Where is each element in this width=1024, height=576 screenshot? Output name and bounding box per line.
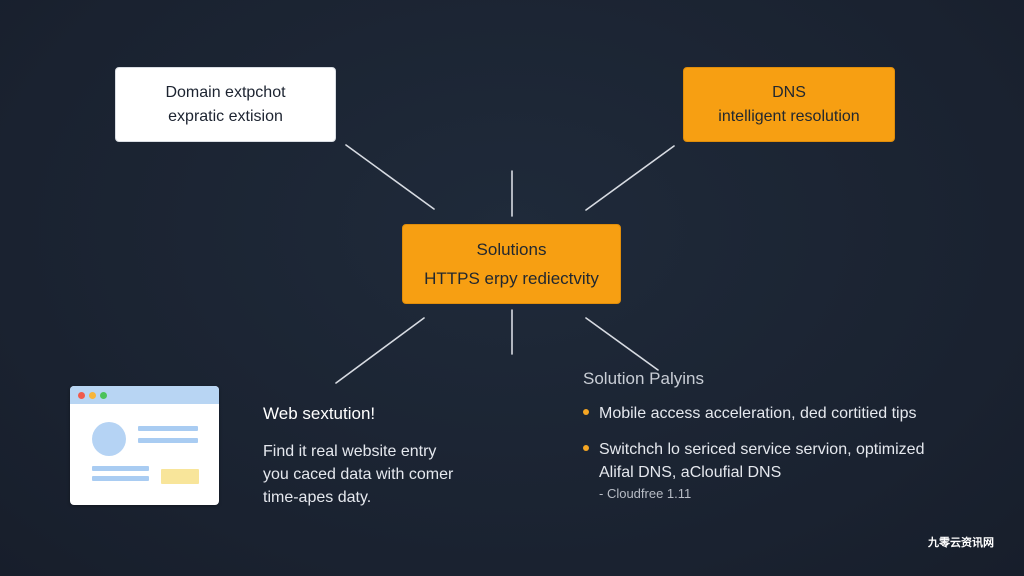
domain-node-subtitle: expratic extision (168, 107, 283, 125)
domain-node: Domain extpchot expratic extision (115, 67, 336, 142)
connector-bottom-right (585, 317, 659, 371)
solutions-node: Solutions HTTPS erpy rediectvity (402, 224, 621, 304)
connector-top-right (585, 145, 675, 211)
browser-maximize-dot-icon (100, 392, 107, 399)
web-body-line: Find it real website entry (263, 443, 437, 460)
watermark: 九零云资讯网 (928, 537, 994, 549)
solution-list-item: Switchch lo sericed service servion, opt… (583, 441, 924, 459)
dns-node: DNS intelligent resolution (683, 67, 895, 142)
solutions-node-title: Solutions (476, 239, 547, 259)
solution-item-text: Switchch lo sericed service servion, opt… (599, 441, 925, 458)
browser-title-bar (70, 386, 219, 404)
connector-top-left (345, 144, 435, 210)
browser-text-placeholder (92, 466, 149, 471)
solutions-node-subtitle: HTTPS erpy rediectvity (424, 269, 599, 288)
web-body-line: you caced data with comer (263, 466, 454, 483)
dns-node-title: DNS (772, 83, 806, 101)
solution-item-continuation: Alifal DNS, aCloufial DNS (599, 464, 782, 481)
solution-section-heading: Solution Palyins (583, 369, 704, 388)
dns-node-subtitle: intelligent resolution (718, 107, 860, 125)
bullet-icon (583, 444, 589, 451)
web-body-line: time-apes daty. (263, 489, 372, 506)
browser-window-illustration (70, 386, 219, 505)
connector-bottom-left (335, 317, 425, 384)
bullet-icon (583, 408, 589, 415)
solution-list-item: Mobile access acceleration, ded cortitie… (583, 405, 917, 423)
solution-item-text: Mobile access acceleration, ded cortitie… (599, 405, 917, 422)
browser-text-placeholder (138, 426, 198, 431)
browser-button-placeholder (161, 469, 199, 484)
browser-close-dot-icon (78, 392, 85, 399)
web-section-body: Find it real website entry you caced dat… (263, 440, 453, 509)
solution-sub-note: - Cloudfree 1.11 (599, 486, 692, 501)
domain-node-title: Domain extpchot (165, 83, 286, 101)
web-section-heading: Web sextution! (263, 404, 376, 423)
browser-text-placeholder (138, 438, 198, 443)
browser-text-placeholder (92, 476, 149, 481)
browser-avatar-placeholder (92, 422, 126, 456)
browser-minimize-dot-icon (89, 392, 96, 399)
